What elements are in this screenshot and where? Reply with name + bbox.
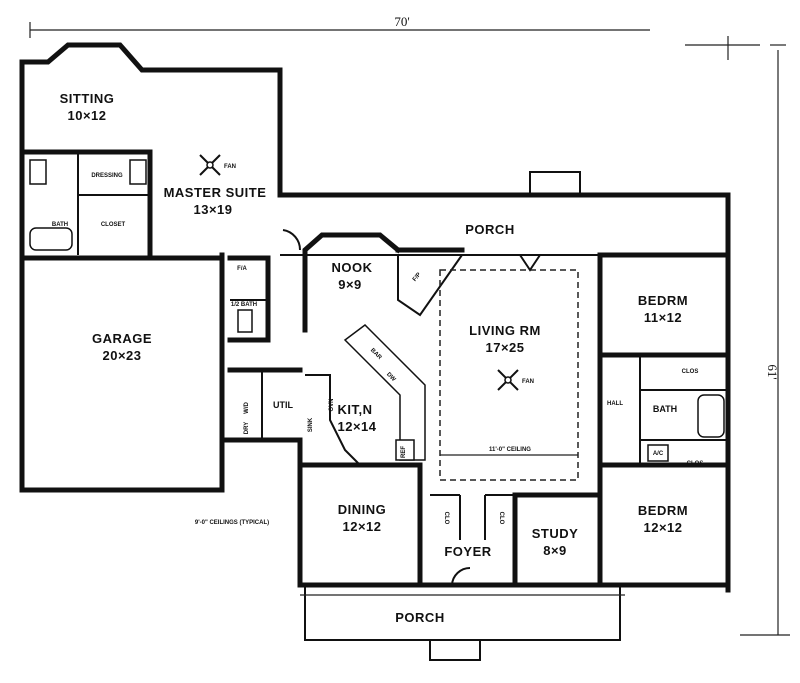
ref-label: REF (401, 446, 407, 458)
room-label: NOOK (332, 260, 373, 275)
room-label: PORCH (395, 610, 444, 625)
depth-label: 61' (765, 364, 780, 379)
living-ceiling-outline (439, 269, 579, 481)
oven-label: OVN (329, 398, 335, 411)
room-size: 20×23 (102, 348, 141, 363)
room-size: 11×12 (644, 310, 682, 325)
room-size: 12×14 (337, 419, 376, 434)
room-size: 8×9 (543, 543, 567, 558)
closet-label: CLO (443, 512, 449, 525)
room-label: BEDRM (638, 293, 688, 308)
room-label: UTIL (273, 400, 293, 410)
fan-icon (199, 154, 221, 176)
fan-label: FAN (224, 164, 236, 170)
closet-label: CLO (498, 512, 504, 525)
closet-label: CLOS (687, 461, 704, 467)
width-dimension: 70' (29, 14, 650, 38)
kitchen-counters (305, 324, 426, 466)
sink-label: SINK (308, 417, 314, 432)
fan-label: FAN (522, 379, 534, 385)
fan-icon (497, 369, 519, 391)
doors (282, 229, 541, 586)
room-label: STUDY (532, 526, 579, 541)
washer-label: W/D (244, 402, 250, 414)
ac-label: A/C (653, 451, 664, 457)
room-size: 9×9 (338, 277, 362, 292)
ceiling-note: 11'-0" CEILING (489, 447, 531, 453)
width-label: 70' (394, 14, 409, 29)
ceiling-note: 9'-0" CEILINGS (TYPICAL) (195, 520, 269, 526)
room-size: 13×19 (193, 202, 232, 217)
room-label: 1/2 BATH (231, 302, 257, 308)
room-label: SITTING (60, 91, 115, 106)
room-label: BATH (52, 222, 68, 228)
room-label: BATH (653, 404, 677, 414)
room-label: LIVING RM (469, 323, 541, 338)
room-label: PORCH (465, 222, 514, 237)
depth-dimension: 61' (685, 36, 790, 636)
room-size: 12×12 (643, 520, 682, 535)
bath-fixtures (29, 159, 725, 462)
interior-walls (19, 149, 731, 588)
room-label: BEDRM (638, 503, 688, 518)
dryer-label: DRY (244, 422, 250, 434)
room-label: DRESSING (91, 173, 123, 179)
room-label: FOYER (444, 544, 491, 559)
room-size: 10×12 (67, 108, 106, 123)
room-label: KIT,N (338, 402, 373, 417)
room-label: DINING (338, 502, 387, 517)
hall-label: HALL (607, 401, 623, 407)
dw-label: DW (385, 372, 397, 384)
closet-label: CLOS (682, 369, 699, 375)
room-size: 12×12 (342, 519, 381, 534)
fa-label: F/A (237, 266, 247, 272)
room-label: GARAGE (92, 331, 152, 346)
fireplace-label: F/P (412, 272, 423, 283)
room-size: 17×25 (485, 340, 524, 355)
room-label: MASTER SUITE (164, 185, 267, 200)
room-label: CLOSET (101, 222, 126, 228)
